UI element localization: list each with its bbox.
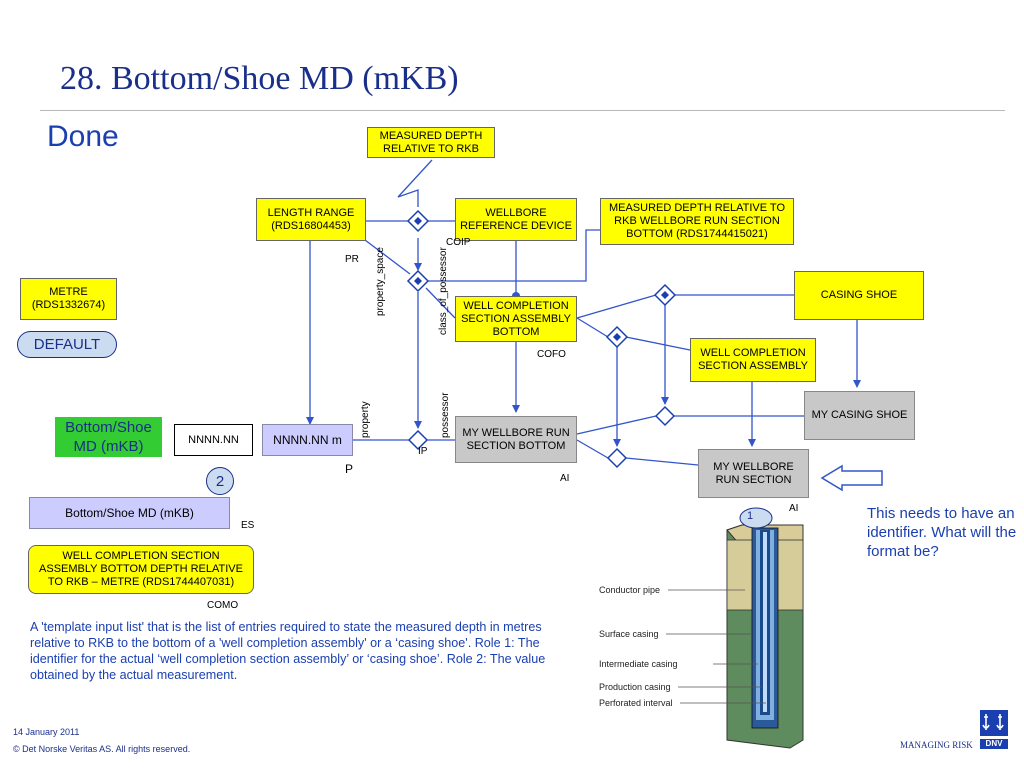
nnnn-value-box: NNNN.NN bbox=[174, 424, 253, 456]
arrow-left-icon bbox=[820, 464, 883, 492]
identifier-note: This needs to have an identifier. What w… bbox=[867, 505, 1017, 560]
label-como: COMO bbox=[207, 600, 239, 611]
label-property: property bbox=[360, 401, 371, 438]
slide-subtitle: Done bbox=[47, 120, 119, 153]
dnv-logo: DNV bbox=[980, 710, 1008, 755]
role-2-circle: 2 bbox=[206, 467, 234, 495]
wellbore-reference-device-box: WELLBORE REFERENCE DEVICE bbox=[455, 198, 577, 241]
md-rkb-run-section-box: MEASURED DEPTH RELATIVE TO RKB WELLBORE … bbox=[600, 198, 794, 245]
label-possessor: possessor bbox=[440, 392, 451, 438]
casing-shoe-box: CASING SHOE bbox=[794, 271, 924, 320]
wcsa-box: WELL COMPLETION SECTION ASSEMBLY bbox=[690, 338, 816, 382]
role-1-circle: 1 bbox=[747, 510, 754, 522]
label-coip: COIP bbox=[446, 237, 471, 248]
well-label-production: Production casing bbox=[599, 682, 671, 692]
label-cofo: COFO bbox=[537, 349, 566, 360]
my-wellbore-run-section-box: MY WELLBORE RUN SECTION bbox=[698, 449, 809, 498]
title-divider bbox=[40, 110, 1005, 111]
managing-risk-tagline: MANAGING RISK bbox=[900, 740, 973, 750]
label-property-space: property_space bbox=[375, 247, 386, 316]
footer-date: 14 January 2011 bbox=[13, 727, 80, 737]
well-label-surface: Surface casing bbox=[599, 629, 659, 639]
md-rkb-box: MEASURED DEPTH RELATIVE TO RKB bbox=[367, 127, 495, 158]
default-oval: DEFAULT bbox=[17, 331, 117, 358]
diamond-ip bbox=[407, 429, 429, 451]
well-label-intermediate: Intermediate casing bbox=[599, 659, 678, 669]
my-casing-shoe-box: MY CASING SHOE bbox=[804, 391, 915, 440]
label-pr: PR bbox=[345, 254, 359, 265]
diamond-my-casing bbox=[654, 405, 676, 427]
length-range-box: LENGTH RANGE (RDS16804453) bbox=[256, 198, 366, 241]
bottom-shoe-lavender-box: Bottom/Shoe MD (mKB) bbox=[29, 497, 230, 529]
footer-copyright: © Det Norske Veritas AS. All rights rese… bbox=[13, 744, 191, 754]
well-schematic bbox=[666, 507, 804, 749]
label-ai-2: AI bbox=[789, 503, 799, 514]
label-es: ES bbox=[241, 520, 255, 531]
wcsa-depth-box: WELL COMPLETION SECTION ASSEMBLY BOTTOM … bbox=[28, 545, 254, 594]
label-class-of-possessor: class_of_possessor bbox=[438, 247, 449, 335]
bottom-shoe-green-box: Bottom/Shoe MD (mKB) bbox=[55, 417, 162, 457]
nnnn-metre-box: NNNN.NN m bbox=[262, 424, 353, 456]
dnv-logo-text: DNV bbox=[985, 739, 1003, 748]
label-ip: IP bbox=[418, 446, 428, 457]
label-p: P bbox=[345, 462, 354, 476]
wcsa-bottom-box: WELL COMPLETION SECTION ASSEMBLY BOTTOM bbox=[455, 296, 577, 342]
my-wellbore-run-bottom-box: MY WELLBORE RUN SECTION BOTTOM bbox=[455, 416, 577, 463]
template-description: A 'template input list' that is the list… bbox=[30, 620, 546, 682]
well-label-perforated: Perforated interval bbox=[599, 698, 673, 708]
diamond-my-run bbox=[606, 447, 628, 469]
label-ai-1: AI bbox=[560, 473, 570, 484]
metre-box: METRE (RDS1332674) bbox=[20, 278, 117, 320]
slide-title: 28. Bottom/Shoe MD (mKB) bbox=[60, 60, 459, 97]
well-label-conductor: Conductor pipe bbox=[599, 585, 661, 595]
